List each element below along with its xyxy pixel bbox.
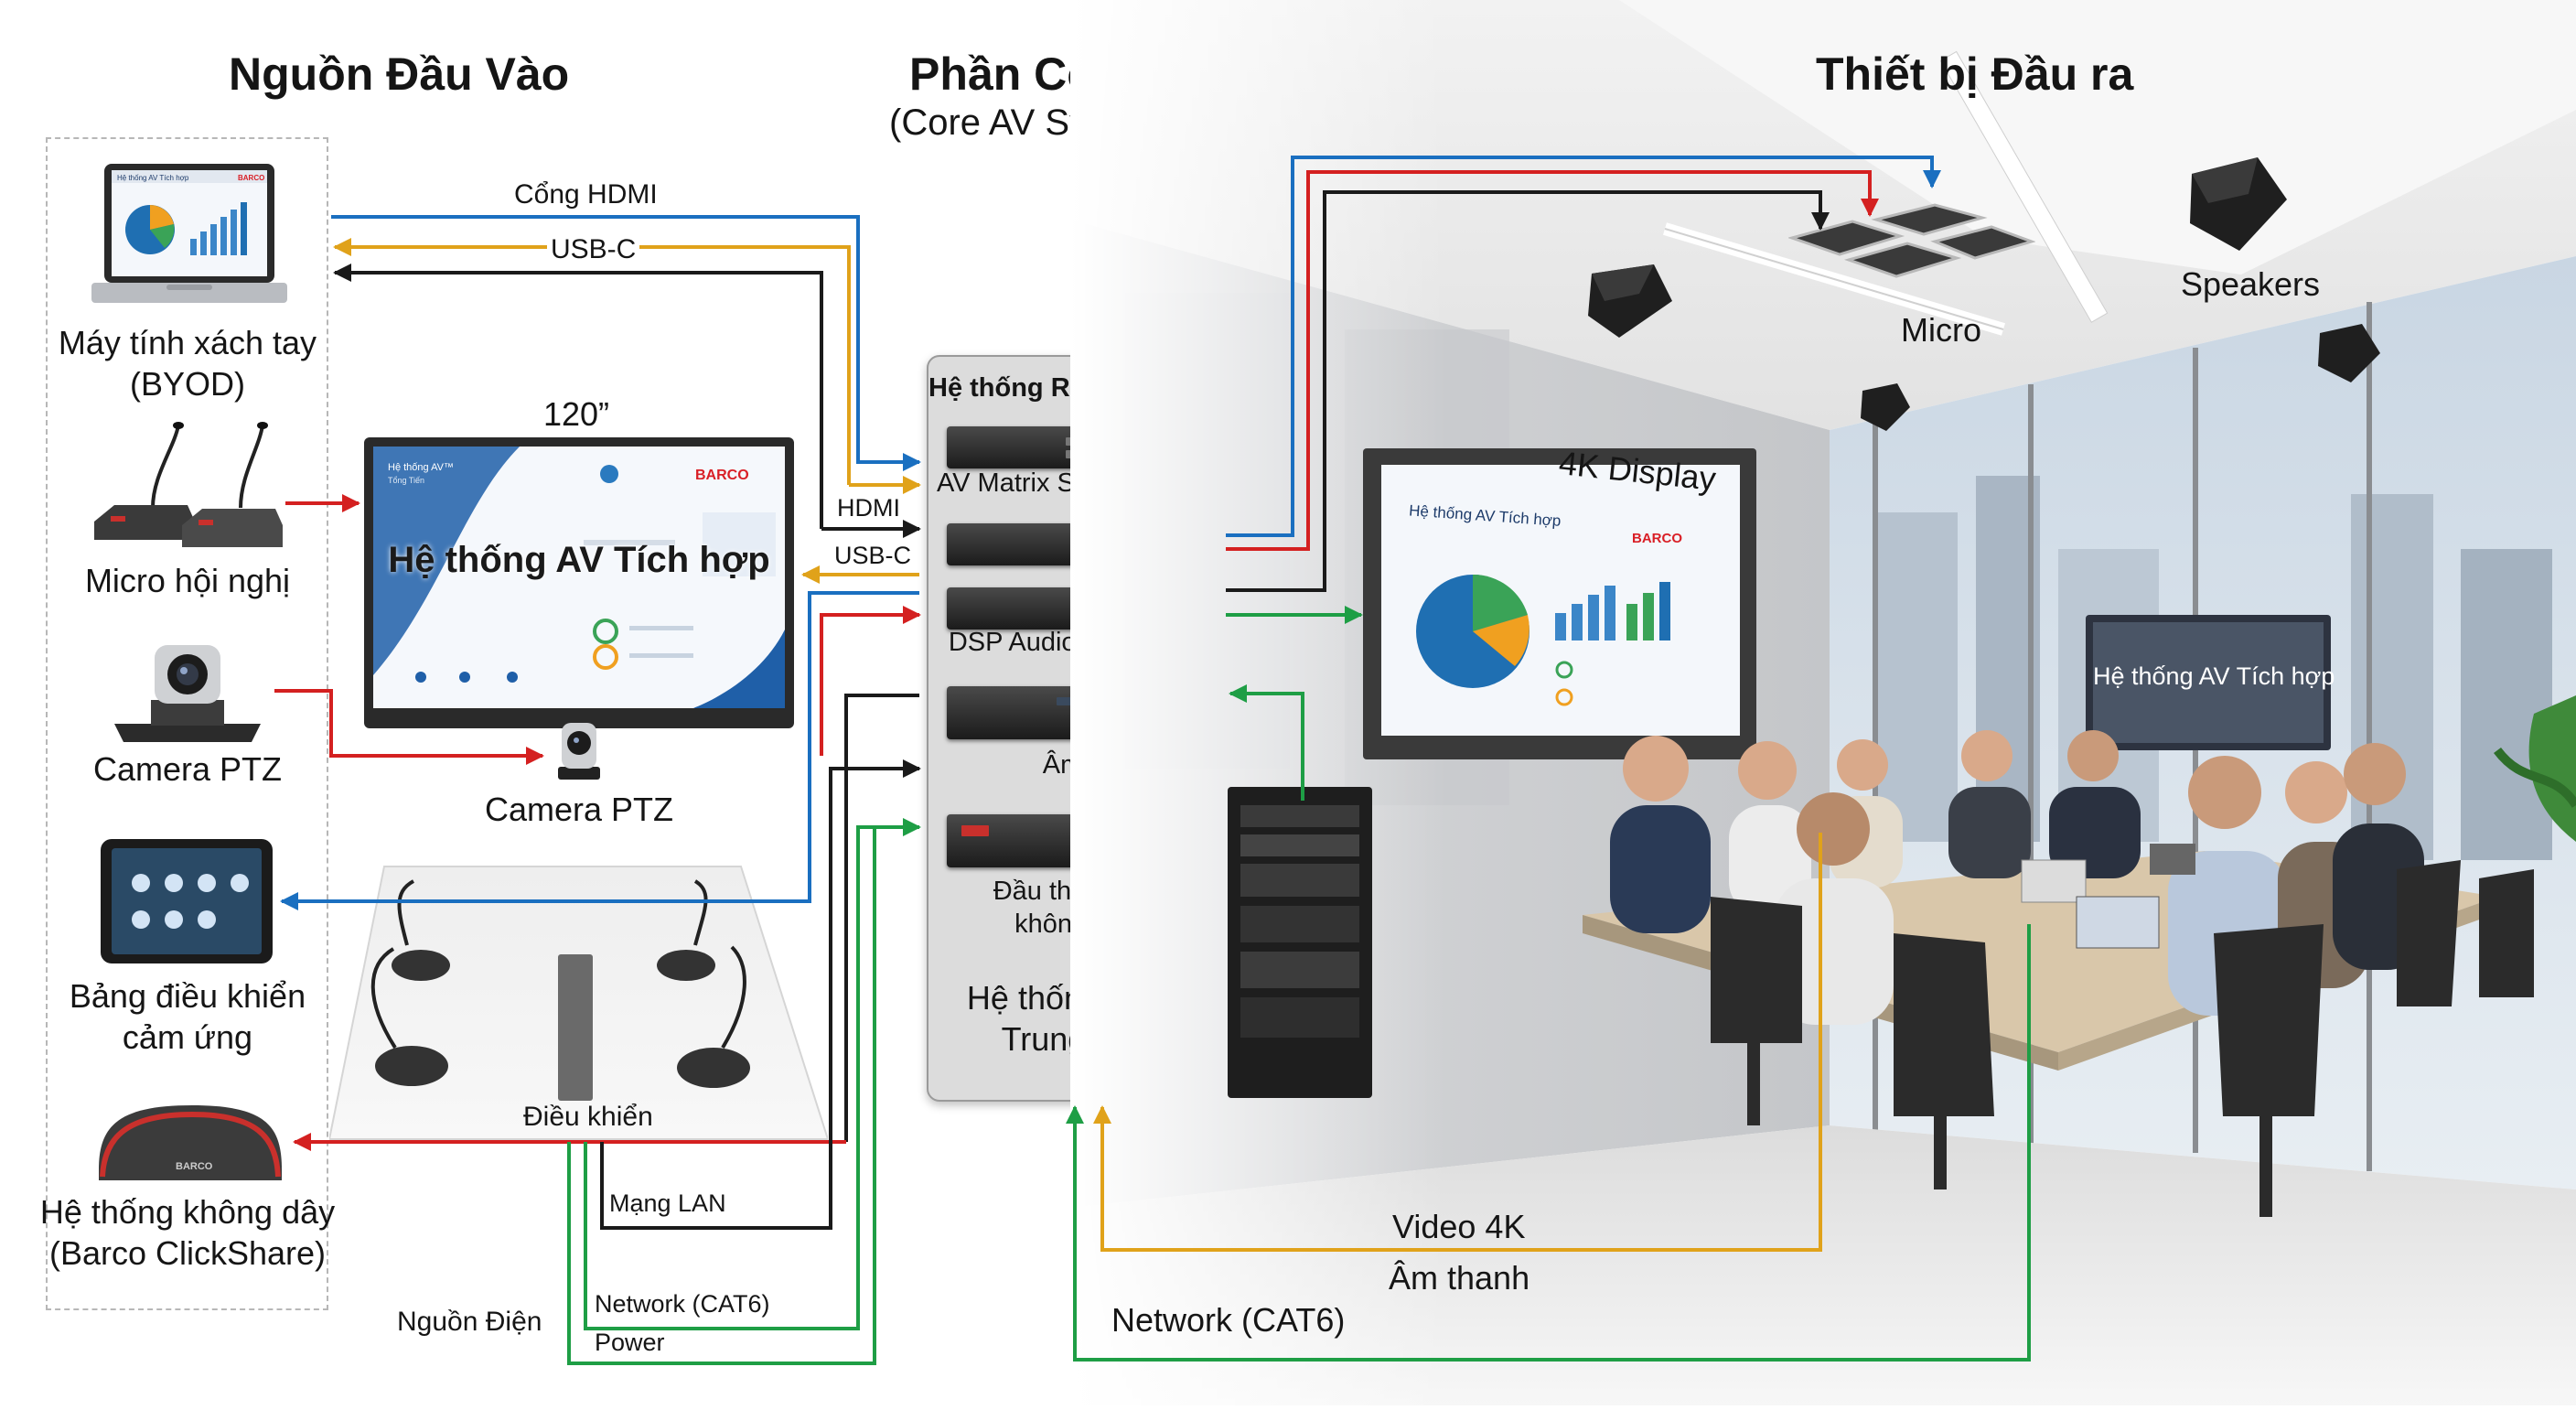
lan-label: Mạng LAN [609, 1189, 726, 1217]
speaker-icon [2314, 320, 2384, 386]
display-camera-label: Camera PTZ [484, 791, 674, 828]
input-sources-frame [46, 137, 328, 1310]
hdmi-port-label: Cổng HDMI [514, 179, 658, 210]
speaker-icon [2184, 154, 2291, 254]
conference-mic-icon [87, 421, 288, 558]
wall-screen-brand: BARCO [1632, 531, 1682, 546]
laptop-label: Máy tính xách tay (BYOD) [37, 322, 338, 404]
clickshare-label-line1: Hệ thống không dây [39, 1193, 336, 1231]
speaker-icon [1583, 261, 1676, 341]
camera-label: Camera PTZ [92, 750, 283, 788]
hdmi-mid-label: HDMI [837, 494, 900, 522]
laptop-screen-title: Hệ thống AV Tích hợp [117, 174, 189, 182]
usbc-mid-label: USB-C [834, 542, 912, 569]
network-cat6-small-label: Network (CAT6) [595, 1290, 770, 1318]
conference-table-diagram [327, 865, 830, 1148]
touch-panel-label: Bảng điều khiển cảm ứng [37, 975, 338, 1058]
display-small-title: Hệ thống AV™ [388, 462, 454, 473]
input-column-title: Nguồn Đầu Vào [229, 48, 570, 100]
side-monitor-text: Hệ thống AV Tích hợp [2093, 662, 2335, 690]
touch-panel-label-line2: cảm ứng [122, 1018, 253, 1056]
video-4k-label: Video 4K [1392, 1208, 1526, 1245]
display-brand: BARCO [695, 468, 749, 483]
laptop-screen-brand: BARCO [238, 174, 264, 182]
laptop-label-line2: (BYOD) [130, 365, 245, 403]
clickshare-icon: BARCO [91, 1098, 288, 1189]
power-source-label: Nguồn Điện [397, 1307, 542, 1337]
display-camera-icon [549, 716, 609, 781]
display-size-label: 120” [542, 395, 610, 433]
mic-label: Micro hội nghị [84, 562, 291, 599]
main-display: Hệ thống AV™ Tổng Tiến BARCO [364, 437, 794, 728]
micro-label: Micro [1901, 311, 1981, 349]
touch-panel-icon [99, 837, 274, 967]
clickshare-brand: BARCO [176, 1161, 213, 1172]
usbc-top-label: USB-C [547, 234, 640, 265]
network-cat6-label: Network (CAT6) [1111, 1301, 1346, 1339]
audio-label: Âm thanh [1389, 1259, 1530, 1297]
display-small-sub: Tổng Tiến [388, 476, 424, 485]
clickshare-label: Hệ thống không dây (Barco ClickShare) [37, 1191, 338, 1274]
laptop-label-line1: Máy tính xách tay [58, 324, 317, 361]
speaker-icon [1857, 380, 1914, 435]
meeting-room-scene [1070, 0, 2576, 1405]
control-label: Điều khiển [523, 1102, 653, 1132]
power-label: Power [595, 1329, 665, 1356]
touch-panel-label-line1: Bảng điều khiển [69, 977, 306, 1015]
clickshare-label-line2: (Barco ClickShare) [48, 1234, 327, 1272]
speakers-label: Speakers [2180, 265, 2321, 303]
laptop-icon: Hệ thống AV Tích hợp BARCO [84, 160, 295, 314]
display-screen-text: Hệ thống AV Tích hợp [388, 540, 770, 580]
ptz-camera-icon [105, 636, 270, 744]
ceiling-mic-icon [1787, 199, 2036, 300]
output-column-title: Thiết bị Đầu ra [1816, 48, 2134, 100]
